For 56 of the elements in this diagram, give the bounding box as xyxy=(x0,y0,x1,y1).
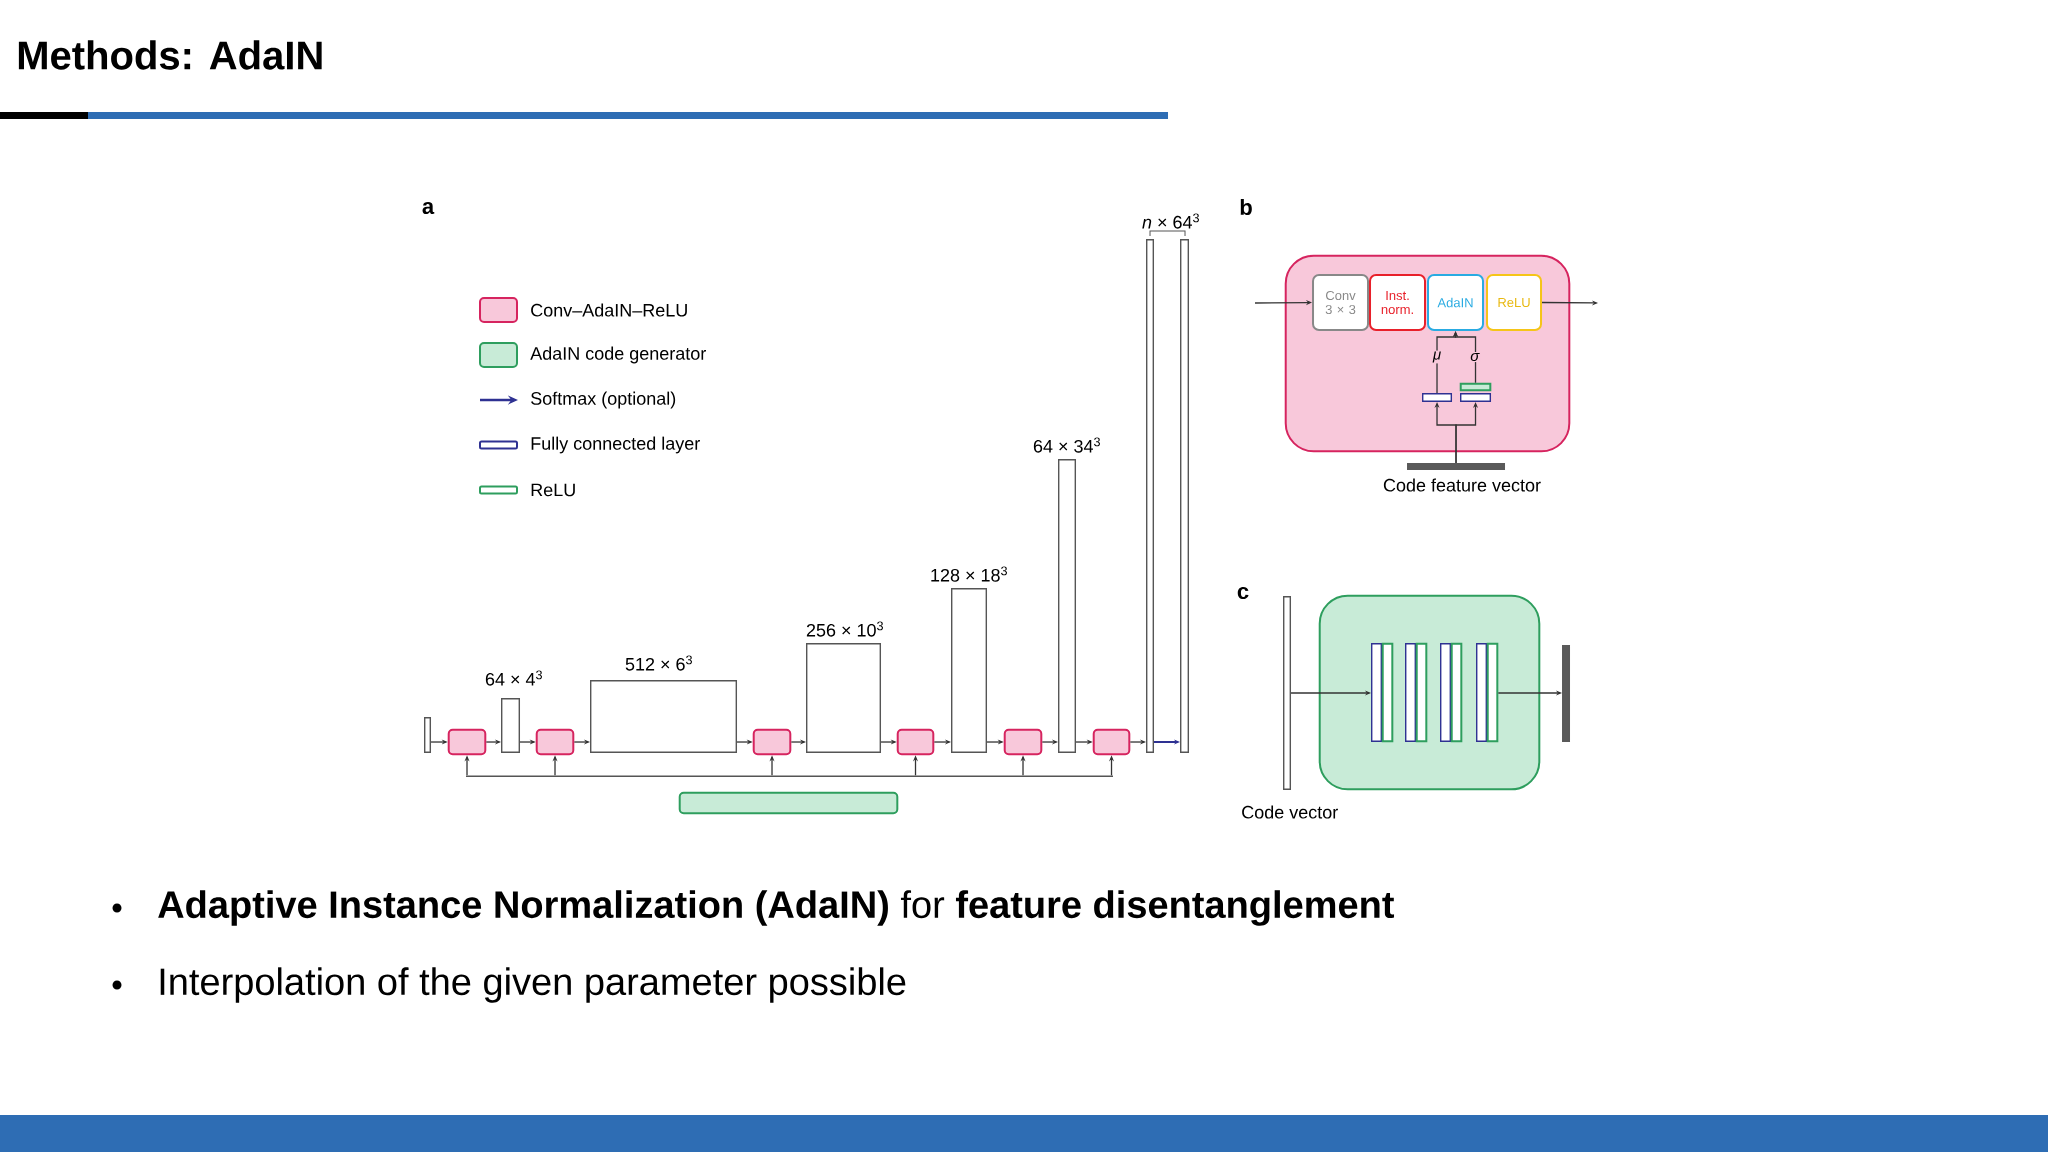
legend-label: Conv–AdaIN–ReLU xyxy=(531,303,687,317)
code-vector-bar xyxy=(1283,596,1291,790)
relu-bar xyxy=(1450,642,1463,743)
slide-title: Methods: AdaIN xyxy=(18,40,322,70)
bus-line xyxy=(466,775,1113,777)
conv-box: Conv 3 × 3 xyxy=(1312,274,1369,331)
bullet-text: Interpolation of the given parameter possible xyxy=(160,967,906,1003)
relu-bar xyxy=(1459,382,1492,392)
feature-map-box xyxy=(590,680,737,753)
legend-label: Softmax (optional) xyxy=(531,391,676,409)
dimension-label: 512 × 6$^{3}$ xyxy=(625,655,692,671)
feature-map-box xyxy=(951,588,987,753)
relu-bar xyxy=(1486,642,1499,743)
relu-bar xyxy=(1415,642,1428,743)
fc-layer-bar xyxy=(1440,643,1451,742)
dimension-label: Code feature vector xyxy=(1383,478,1541,492)
dimension-label: 128 × 18$^{3}$ xyxy=(931,566,1007,582)
feature-map-box xyxy=(806,643,881,753)
legend-label: AdaIN code generator xyxy=(530,346,706,364)
edge-label: μ xyxy=(1431,350,1443,364)
dimension-label: 256 × 10$^{3}$ xyxy=(806,621,883,637)
conv-block xyxy=(752,728,792,756)
dimension-label: 64 × 34$^{3}$ xyxy=(1033,437,1100,453)
legend-label: ReLU xyxy=(531,483,575,497)
arrow xyxy=(1452,331,1477,384)
relu-bar xyxy=(1381,642,1394,743)
fc-layer-bar xyxy=(1422,393,1452,402)
fc-layer-bar xyxy=(1371,643,1382,742)
conv-block xyxy=(1092,728,1131,756)
panel-letter: a xyxy=(422,202,435,215)
norm-box: Inst. norm. xyxy=(1369,274,1426,331)
feature-map-bar xyxy=(501,698,520,753)
fc-layer-bar xyxy=(1405,643,1416,742)
edge-label: σ xyxy=(1469,351,1481,363)
output-vector-bar xyxy=(1562,645,1570,742)
panel-letter: b xyxy=(1240,198,1252,216)
adain-box: AdaIN xyxy=(1427,274,1484,331)
feature-map-bar xyxy=(1058,459,1076,753)
dimension-label: Code vector xyxy=(1242,805,1338,819)
conv-block xyxy=(535,728,575,756)
fc-layer-bar xyxy=(1476,643,1487,742)
output-bar xyxy=(1146,239,1154,753)
fc-layer-bar xyxy=(1460,393,1491,402)
conv-block xyxy=(1003,728,1043,756)
bullet-text: Adaptive Instance Normalization (AdaIN) for feature disentanglement xyxy=(158,890,1395,926)
legend-label: Fully connected layer xyxy=(531,436,700,454)
dimension-label: 64 × 4$^{3}$ xyxy=(485,670,542,686)
conv-block xyxy=(896,728,935,756)
dimension-label: n × 64$^{3}$ xyxy=(1142,213,1199,229)
conv-block xyxy=(447,728,487,756)
feature-vector-bar xyxy=(1407,463,1505,470)
code-generator-bar xyxy=(678,791,899,815)
panel-letter: c xyxy=(1237,587,1249,600)
input-bar xyxy=(424,717,431,753)
relu-box: ReLU xyxy=(1486,274,1542,331)
output-bar xyxy=(1180,239,1189,753)
